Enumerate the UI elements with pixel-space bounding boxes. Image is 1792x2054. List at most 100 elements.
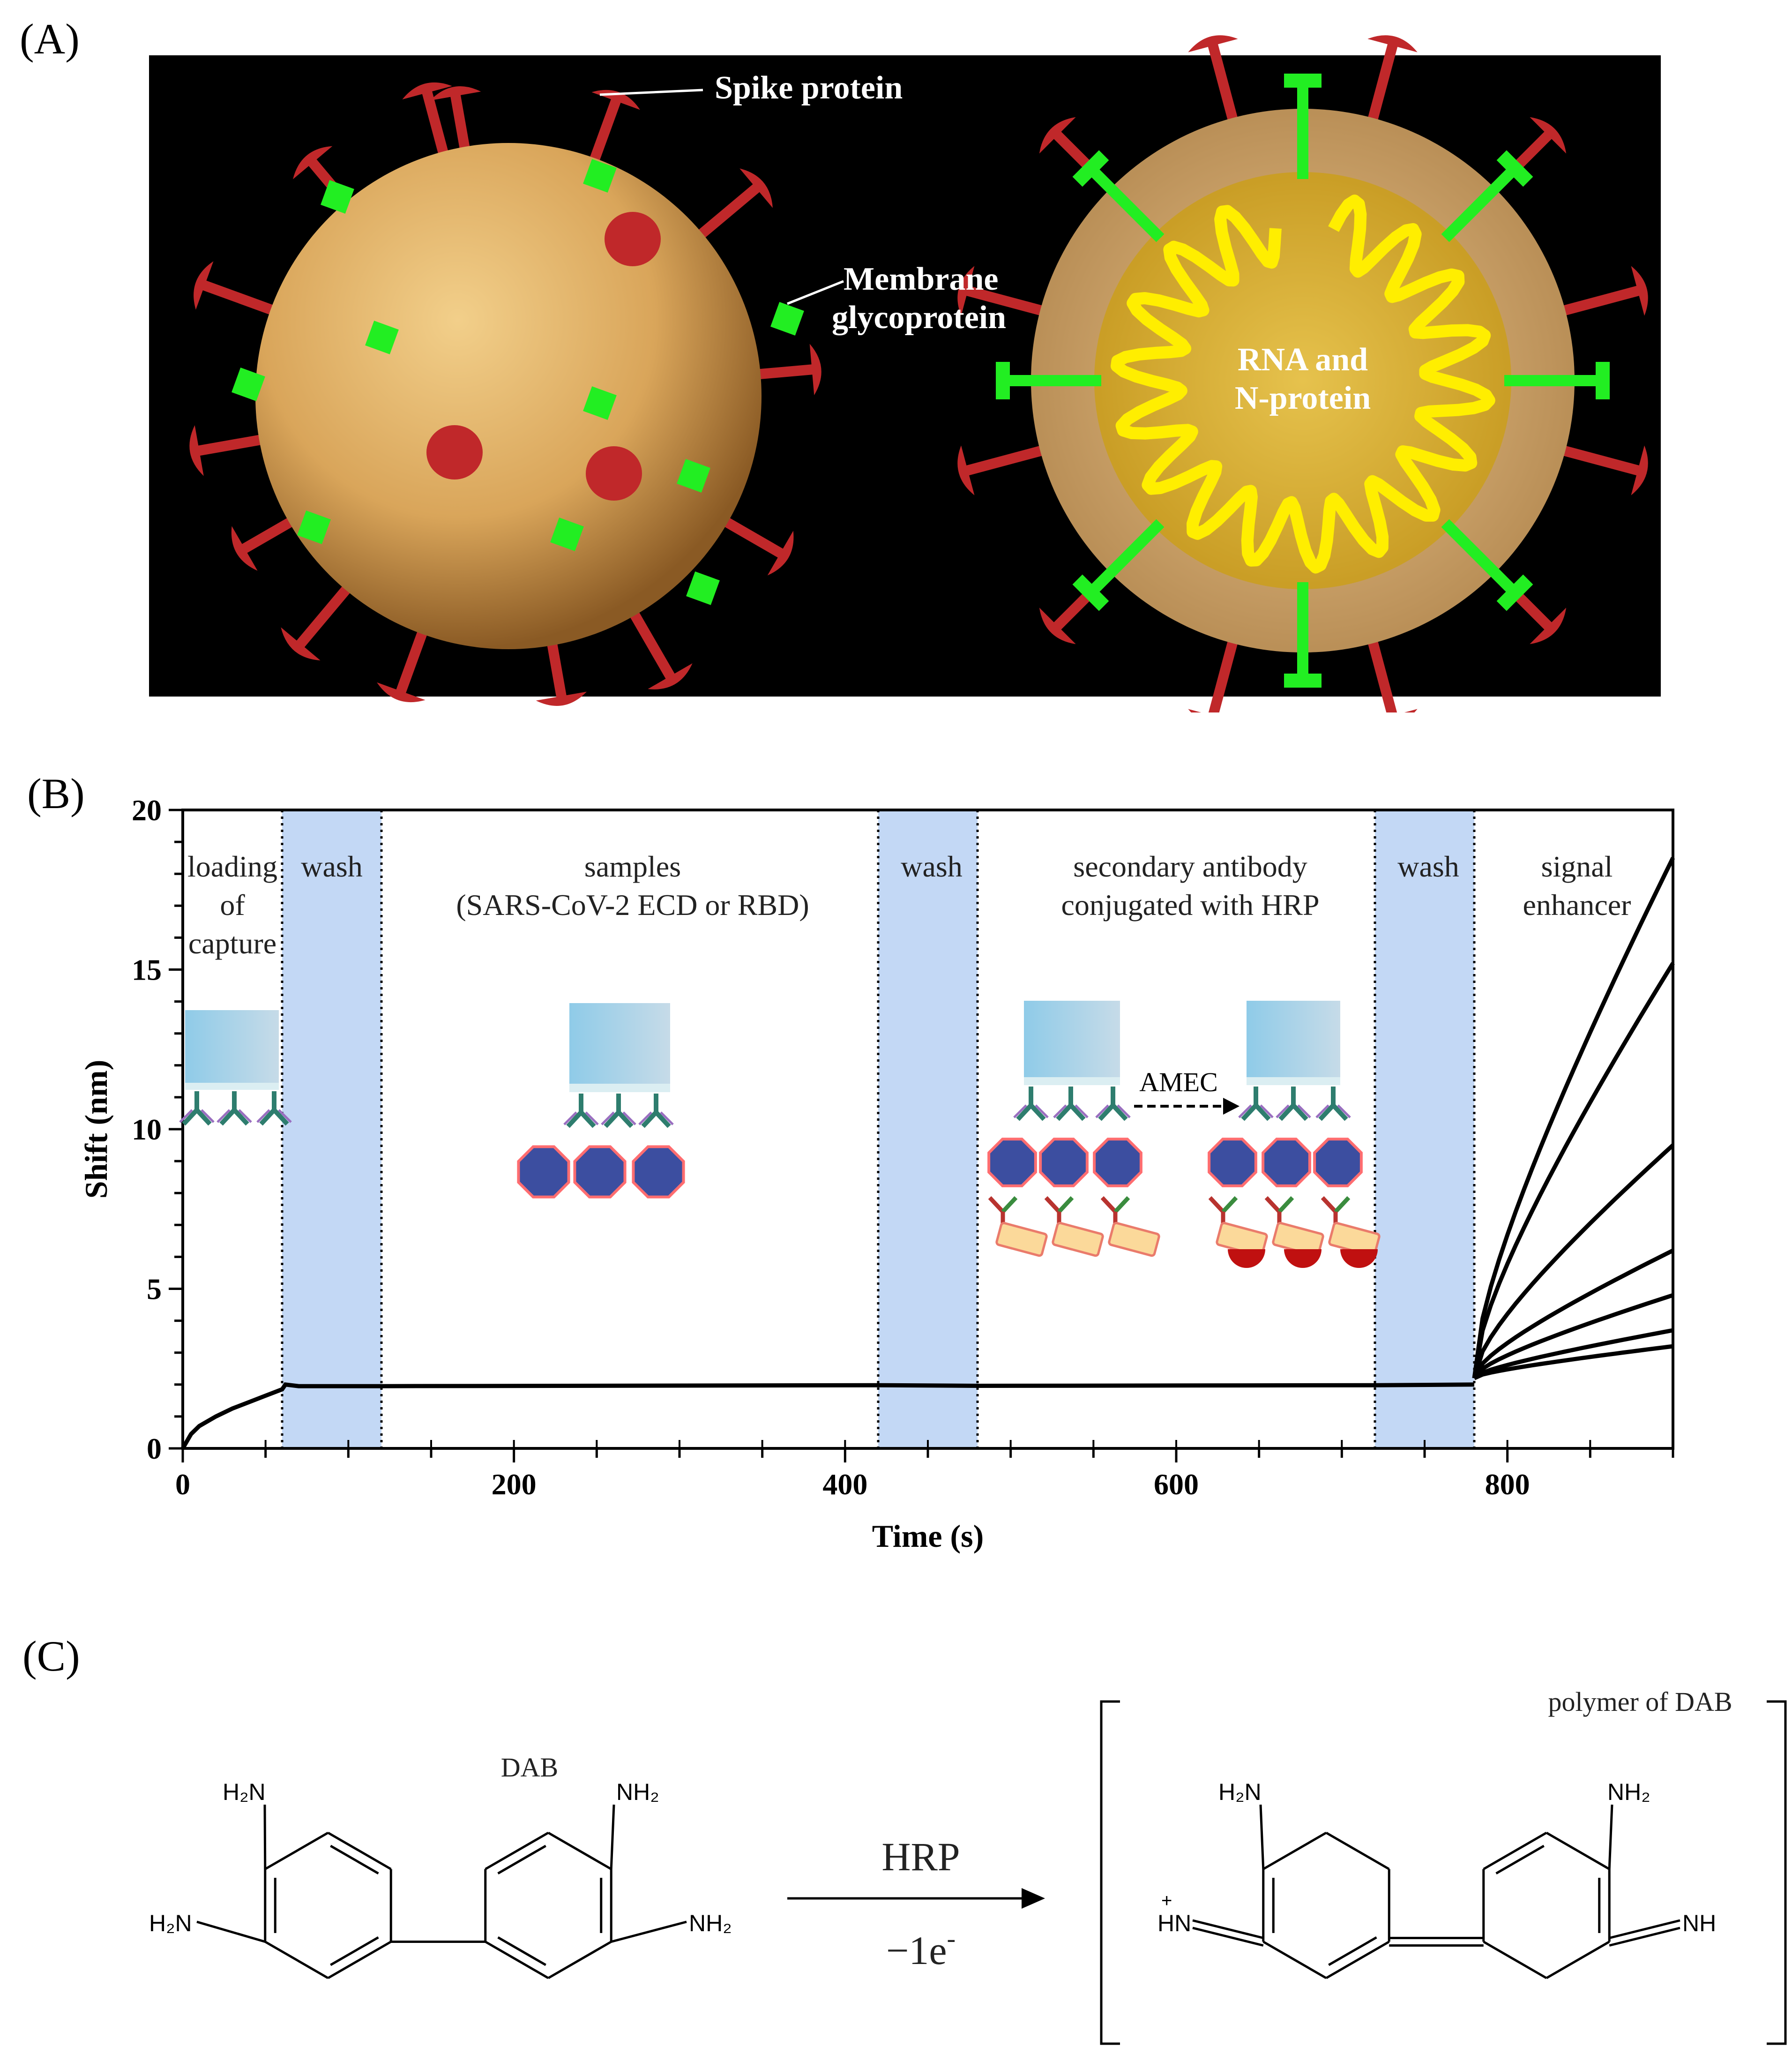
- panel-label-c: (C): [22, 1632, 80, 1680]
- y-tick-label: 0: [147, 1432, 162, 1465]
- hrp-enzyme: [1108, 1222, 1160, 1257]
- spike-protein-stalk: [545, 631, 567, 702]
- secondary-antibody-hrp: [988, 1196, 1048, 1257]
- spike-protein-head: [1039, 607, 1076, 645]
- amine-bond: [196, 1920, 266, 1943]
- spike-protein-stalk: [194, 433, 274, 456]
- ring-bond: [1325, 1941, 1390, 1979]
- x-tick-label: 800: [1485, 1468, 1530, 1501]
- spike-protein-stalk: [714, 513, 786, 558]
- virus-cross-section: [957, 35, 1648, 712]
- membrane-glycoprotein-cap: [1072, 150, 1109, 187]
- imine-double-bond: [1192, 1919, 1264, 1939]
- dab-nh2-top: NH₂: [616, 1779, 659, 1805]
- amec-arrowhead: [1223, 1098, 1239, 1115]
- ring-bond: [1262, 1831, 1327, 1870]
- enhancer-series: [1472, 1143, 1675, 1379]
- polymer-hn-left: HN: [1157, 1910, 1191, 1936]
- wash-band: [282, 810, 381, 1448]
- hrp-enzyme: [995, 1222, 1048, 1257]
- antibody: [1315, 1087, 1351, 1121]
- sensor-surface: [569, 1003, 670, 1092]
- hrp-enzyme: [1052, 1222, 1104, 1257]
- x-tick-label: 200: [492, 1468, 537, 1501]
- sensor-surface-edge: [185, 1083, 279, 1090]
- membrane-label-line-2: glycoprotein: [832, 300, 1006, 336]
- y-axis-label: Shift (nm): [78, 1060, 114, 1199]
- dab-h2n-left: H₂N: [149, 1910, 192, 1936]
- x-tick-label: 0: [175, 1468, 190, 1501]
- antigen: [573, 1145, 627, 1199]
- phase-loading-line-1: loading: [187, 850, 277, 883]
- spike-protein-stalk: [586, 96, 621, 172]
- panel-label-a: (A): [20, 15, 80, 63]
- polymer-nh2-top: NH₂: [1607, 1779, 1650, 1805]
- spike-protein-stalk: [625, 602, 675, 682]
- rna-label-line-1: RNA and: [1238, 342, 1368, 378]
- panel-label-b: (B): [27, 770, 85, 817]
- panel-c-reaction: H₂N H₂N NH₂ NH₂ H₂N NH₂ HN + NH DAB poly…: [149, 1687, 1787, 2045]
- spike-protein-head: [231, 526, 258, 571]
- membrane-glycoprotein: [583, 159, 617, 193]
- spike-protein-stalk: [1551, 443, 1643, 476]
- virus-sphere: [255, 143, 762, 649]
- surface-spike-top-view: [605, 212, 661, 266]
- spike-protein-head: [957, 266, 975, 316]
- enhancer-series: [1472, 1248, 1674, 1379]
- ring-double-bond: [1495, 1844, 1545, 1874]
- antigen: [987, 1138, 1037, 1187]
- reaction-arrowhead: [1022, 1888, 1045, 1909]
- x-axis-label: Time (s): [872, 1518, 984, 1554]
- antigen: [1208, 1138, 1257, 1187]
- spike-protein-head: [767, 531, 794, 576]
- membrane-glycoprotein: [550, 517, 584, 551]
- spike-protein-head: [194, 261, 214, 310]
- ring-double-bond: [1328, 1936, 1377, 1966]
- imine-double-bond: [1609, 1927, 1680, 1947]
- precipitate: [1340, 1249, 1378, 1268]
- spike-protein-head: [1367, 35, 1418, 52]
- spike-protein-stalk: [1365, 629, 1397, 712]
- spike-protein-head: [377, 682, 426, 703]
- membrane-glycoprotein: [677, 459, 710, 493]
- sensor-surface-edge: [1024, 1077, 1120, 1085]
- secondary-antibody-hrp: [1208, 1196, 1268, 1268]
- spike-protein-head: [1631, 445, 1648, 495]
- ring-bond: [1483, 1831, 1547, 1870]
- phase-samples-line-2: (SARS-CoV-2 ECD or RBD): [456, 888, 809, 922]
- amec-label: AMEC: [1139, 1067, 1218, 1097]
- spike-protein-head: [1631, 266, 1648, 316]
- ring-bond: [485, 1941, 549, 1979]
- phase-wash-2: wash: [901, 850, 963, 883]
- plot-frame: [181, 809, 1674, 1450]
- spike-pointer: [599, 89, 703, 96]
- electron-label-text: −1e: [886, 1928, 947, 1973]
- dab-nh2-right: NH₂: [689, 1910, 732, 1936]
- enhancer-series: [1473, 1328, 1673, 1380]
- ring-double-bond: [497, 1844, 546, 1874]
- enhancer-series: [1472, 1293, 1674, 1380]
- spike-protein-stalk: [450, 90, 471, 161]
- antibody: [1276, 1087, 1311, 1121]
- x-tick-label: 400: [822, 1468, 867, 1501]
- dab-h2n-top: H₂N: [223, 1779, 266, 1805]
- polymer-nh-right: NH: [1682, 1910, 1716, 1936]
- spike-protein-head: [1530, 117, 1567, 154]
- membrane-glycoprotein: [297, 510, 331, 544]
- membrane-pointer: [787, 280, 844, 305]
- surface-spike-top-view: [586, 446, 642, 501]
- imine-double-bond: [1192, 1927, 1264, 1947]
- spike-protein-head: [648, 663, 693, 690]
- antibody: [601, 1094, 636, 1128]
- spike-protein-head: [189, 425, 204, 476]
- phase-loading-line-3: capture: [188, 927, 276, 960]
- enhancer-series: [1472, 857, 1675, 1379]
- polymer-label: polymer of DAB: [1548, 1687, 1732, 1717]
- sensor-surface-edge: [569, 1084, 670, 1092]
- spike-protein-head: [809, 344, 821, 396]
- schematic-secondary-before: [1024, 1001, 1120, 1085]
- polymer-h2n-top: H₂N: [1218, 1779, 1262, 1805]
- y-tick-label: 5: [147, 1273, 162, 1306]
- membrane-label-line-1: Membrane: [844, 261, 998, 297]
